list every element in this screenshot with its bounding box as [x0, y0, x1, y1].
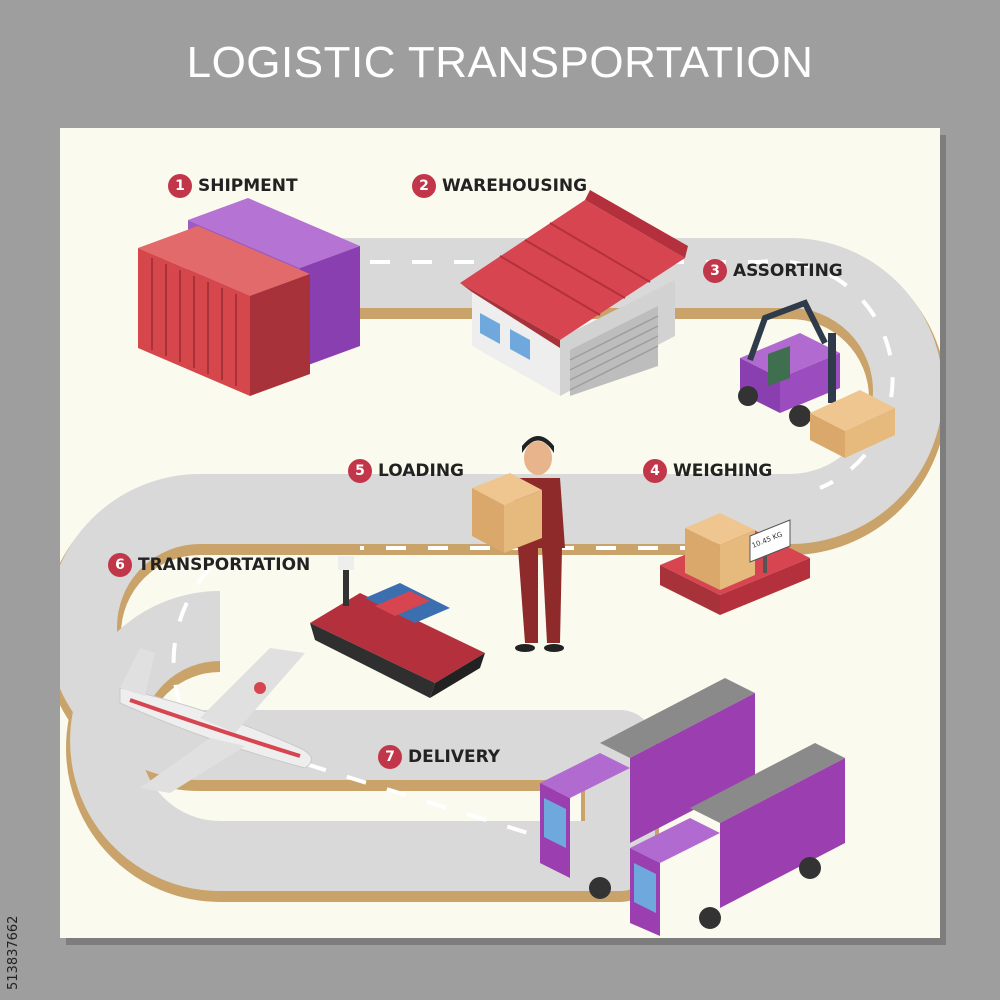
step-number-badge: 1: [168, 174, 192, 198]
road: [60, 238, 940, 902]
step-label: LOADING: [378, 461, 464, 481]
airplane: [119, 648, 312, 793]
step-assorting: 3 ASSORTING: [703, 259, 843, 283]
warehouse: [460, 190, 688, 396]
infographic-panel: 10.45 KG: [60, 128, 940, 938]
step-weighing: 4 WEIGHING: [643, 459, 772, 483]
shipping-containers: [138, 198, 360, 396]
page-title: LOGISTIC TRANSPORTATION: [186, 38, 814, 87]
step-number-badge: 3: [703, 259, 727, 283]
step-number-badge: 4: [643, 459, 667, 483]
step-delivery: 7 DELIVERY: [378, 745, 500, 769]
side-id-number: 513837662: [6, 915, 21, 990]
weighing-scale: [660, 513, 810, 615]
forklift: [738, 299, 895, 458]
worker: [472, 436, 565, 652]
logistics-scene: 10.45 KG: [60, 190, 940, 936]
road-surface: [60, 238, 940, 891]
step-number-badge: 5: [348, 459, 372, 483]
step-transportation: 6 TRANSPORTATION: [108, 553, 310, 577]
step-label: DELIVERY: [408, 747, 501, 767]
step-number-badge: 2: [412, 174, 436, 198]
delivery-trucks: [540, 678, 845, 936]
step-label: SHIPMENT: [198, 176, 298, 196]
step-warehousing: 2 WAREHOUSING: [412, 174, 587, 198]
step-loading: 5 LOADING: [348, 459, 464, 483]
cargo-ship: [310, 556, 485, 698]
step-label: TRANSPORTATION: [138, 555, 311, 575]
step-label: ASSORTING: [733, 261, 843, 281]
step-number-badge: 7: [378, 745, 402, 769]
step-shipment: 1 SHIPMENT: [168, 174, 298, 198]
step-label: WAREHOUSING: [442, 176, 588, 196]
step-label: WEIGHING: [673, 461, 773, 481]
step-number-badge: 6: [108, 553, 132, 577]
